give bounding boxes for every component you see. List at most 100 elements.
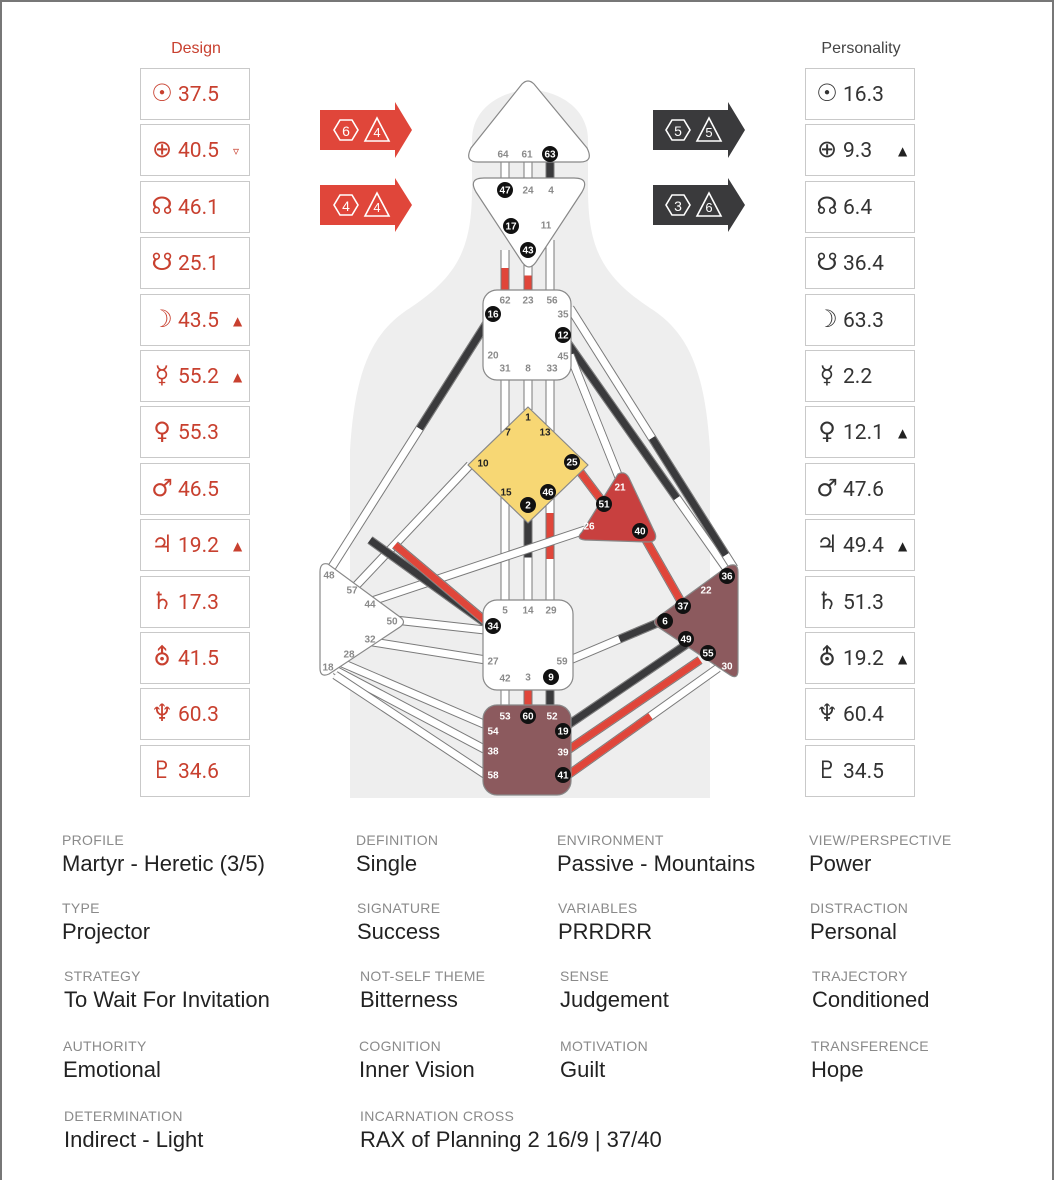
gate-31: 31 [499, 364, 511, 375]
gate-46: 46 [540, 484, 556, 500]
determination-item: DETERMINATIONIndirect - Light [64, 1108, 203, 1153]
planet-gate-value: 16.3 [843, 83, 884, 107]
gate-number: 23 [522, 296, 534, 307]
cross-label: INCARNATION CROSS [360, 1108, 662, 1124]
design-planet-uranus: ⛢41.5 [140, 632, 250, 684]
venus-icon: ♀ [149, 417, 175, 445]
planet-gate-value: 55.3 [178, 421, 219, 445]
cognition-item: COGNITION Inner Vision [359, 1038, 475, 1083]
personality-planet-list: ☉16.3⊕9.3▲☊6.4☋36.4☽63.3☿2.2♀12.1▲♂47.6♃… [805, 68, 917, 801]
gate-24: 24 [522, 186, 534, 197]
mars-icon: ♂ [814, 474, 840, 502]
personality-column-title: Personality [805, 40, 917, 58]
gate-number: 62 [499, 296, 511, 307]
cognition-value: Inner Vision [359, 1057, 475, 1083]
gate-number: 53 [499, 712, 511, 723]
motivation-value: Guilt [560, 1057, 648, 1083]
mars-icon: ♂ [149, 474, 175, 502]
triangle-marker-icon: ▲ [898, 540, 907, 552]
gate-62: 62 [499, 296, 511, 307]
planet-gate-value: 19.2 [178, 534, 219, 558]
planet-gate-value: 17.3 [178, 591, 219, 615]
gate-60: 60 [520, 708, 536, 724]
gate-19: 19 [555, 723, 571, 739]
gate-47: 47 [497, 182, 513, 198]
cognition-label: COGNITION [359, 1038, 475, 1054]
gate-15: 15 [500, 488, 512, 499]
gate-number: 51 [598, 500, 610, 511]
planet-gate-value: 60.3 [178, 703, 219, 727]
planet-gate-value: 55.2 [178, 365, 219, 389]
gate-number: 26 [583, 522, 595, 533]
design-planet-sun: ☉37.5 [140, 68, 250, 120]
gate-37: 37 [675, 598, 691, 614]
gate-number: 63 [544, 150, 556, 161]
environment-label: ENVIRONMENT [557, 832, 755, 848]
gate-42: 42 [499, 674, 511, 685]
type-item: TYPEProjector [62, 900, 150, 945]
uranus-icon: ⛢ [149, 643, 175, 671]
view-label: VIEW/PERSPECTIVE [809, 832, 952, 848]
gate-number: 45 [557, 352, 569, 363]
pluto-icon: ♇ [149, 756, 175, 784]
personality-arrow-top-2: 5 [705, 125, 712, 140]
gate-number: 61 [521, 150, 533, 161]
strategy-label: STRATEGY [64, 968, 270, 984]
gate-11: 11 [541, 221, 552, 232]
gate-17: 17 [503, 218, 519, 234]
profile-label: PROFILE [62, 832, 265, 848]
view-value: Power [809, 851, 952, 877]
planet-gate-value: 12.1 [843, 421, 884, 445]
triangle-marker-icon: ▲ [898, 145, 907, 157]
gate-number: 55 [702, 649, 714, 660]
planet-gate-value: 34.6 [178, 760, 219, 784]
personality-arrow-top: 5 5 [653, 102, 745, 158]
design-planet-saturn: ♄17.3 [140, 576, 250, 628]
gate-number: 25 [566, 458, 578, 469]
gate-number: 29 [545, 606, 557, 617]
triangle-marker-icon: ▲ [898, 653, 907, 665]
gate-50: 50 [386, 617, 398, 628]
triangle-marker-icon: ▲ [898, 427, 907, 439]
earth-icon: ⊕ [814, 135, 840, 163]
personality-planet-sun: ☉16.3 [805, 68, 915, 120]
gate-number: 41 [557, 771, 569, 782]
gate-35: 35 [557, 310, 569, 321]
planet-gate-value: 25.1 [178, 252, 219, 276]
gate-number: 32 [364, 635, 376, 646]
design-planet-moon: ☽43.5▲ [140, 294, 250, 346]
gate-number: 31 [499, 364, 511, 375]
mercury-icon: ☿ [149, 361, 175, 389]
transference-item: TRANSFERENCEHope [811, 1038, 929, 1083]
gate-number: 42 [499, 674, 511, 685]
gate-34: 34 [485, 618, 501, 634]
not-self-value: Bitterness [360, 987, 485, 1013]
gate-number: 1 [525, 413, 531, 424]
design-planet-mars: ♂46.5 [140, 463, 250, 515]
gate-40: 40 [632, 523, 648, 539]
cross-value: RAX of Planning 2 16/9 | 37/40 [360, 1127, 662, 1153]
design-column-title: Design [140, 40, 252, 58]
gate-number: 56 [546, 296, 558, 307]
design-arrow-bottom-1: 4 [342, 198, 350, 214]
gate-48: 48 [323, 571, 335, 582]
gate-53: 53 [499, 712, 511, 723]
type-label: TYPE [62, 900, 150, 916]
gate-number: 57 [346, 586, 358, 597]
gate-number: 37 [677, 602, 689, 613]
gate-38: 38 [487, 747, 499, 758]
gate-number: 43 [522, 246, 534, 257]
gate-number: 44 [364, 600, 376, 611]
gate-number: 48 [323, 571, 335, 582]
authority-item: AUTHORITYEmotional [63, 1038, 161, 1083]
cross-item: INCARNATION CROSS RAX of Planning 2 16/9 … [360, 1108, 662, 1153]
personality-planet-moon: ☽63.3 [805, 294, 915, 346]
moon-icon: ☽ [149, 305, 175, 333]
gate-57: 57 [346, 586, 358, 597]
distraction-label: DISTRACTION [810, 900, 908, 916]
gate-58: 58 [487, 771, 499, 782]
gate-number: 10 [477, 459, 489, 470]
gate-51: 51 [596, 496, 612, 512]
gate-21: 21 [614, 483, 626, 494]
gate-6: 6 [657, 613, 673, 629]
